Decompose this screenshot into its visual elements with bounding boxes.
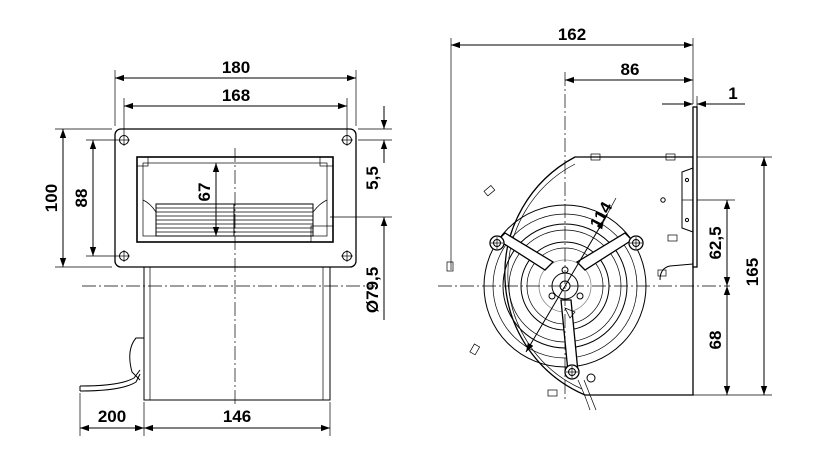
side-view: 162 86 1 165 62,5 68 114 [438, 25, 772, 411]
dim-side-width-axis: 86 [621, 60, 640, 79]
dim-front-width-holes: 168 [222, 86, 250, 105]
front-housing-body [143, 267, 331, 401]
dim-front-width-outer: 180 [222, 58, 250, 77]
dim-front-height-outer: 100 [42, 184, 61, 212]
dim-side-width-total: 162 [558, 25, 586, 44]
dim-flange-offset: 5,5 [363, 166, 382, 190]
dim-housing-depth: 146 [223, 407, 251, 426]
mounting-hole-icon [118, 134, 353, 262]
front-flange-plate [114, 128, 357, 268]
dim-flange-thickness: 1 [728, 84, 737, 103]
dim-cable-length: 200 [98, 407, 126, 426]
dim-side-height-axis-bottom: 68 [706, 331, 725, 350]
dim-outlet-height: 67 [195, 183, 214, 202]
dim-side-height-axis-top: 62,5 [706, 226, 725, 259]
dim-front-height-holes: 88 [72, 189, 91, 208]
front-outlet-opening [136, 156, 334, 243]
dim-inlet-diameter: Ø79,5 [363, 267, 382, 313]
front-view: 180 168 100 88 67 5,5 Ø79,5 200 [42, 58, 392, 436]
dim-side-height-total: 165 [743, 258, 762, 286]
cable-icon [79, 337, 144, 392]
side-flange-plate [692, 106, 698, 268]
